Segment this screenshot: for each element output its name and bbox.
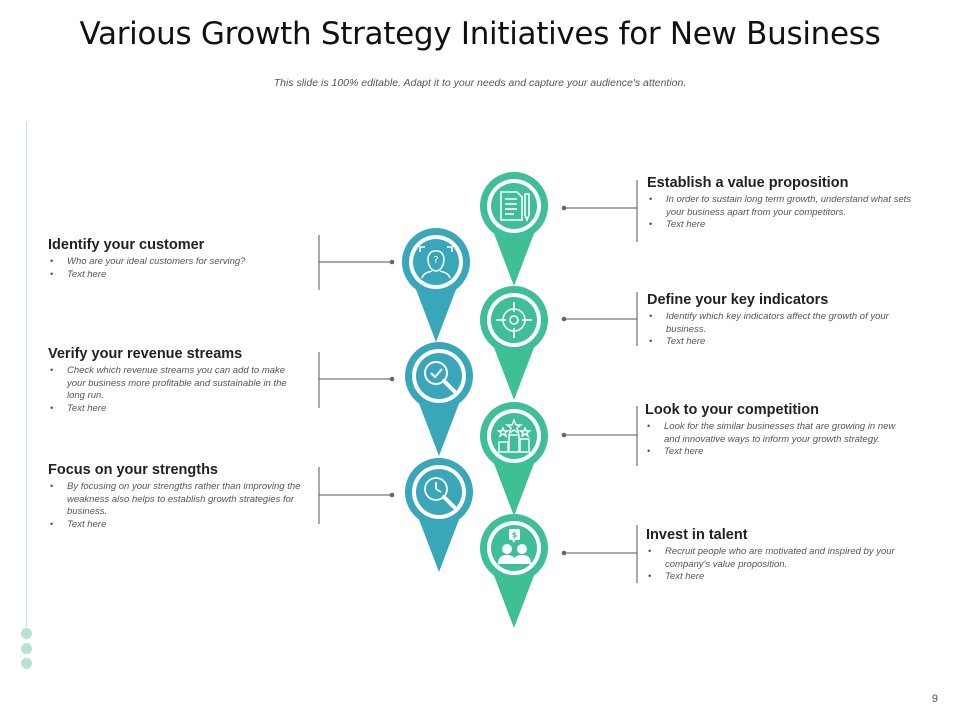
item-bullet: Who are your ideal customers for serving… <box>48 256 298 269</box>
pin-strengths <box>405 458 473 572</box>
item-bullet: Text here <box>647 219 912 232</box>
item-bullet: Recruit people who are motivated and ins… <box>646 546 916 571</box>
magnifier-check-icon <box>424 361 456 393</box>
right-item-key-indicators: Define your key indicators Identify whic… <box>647 292 912 349</box>
pin-value-proposition <box>480 172 548 286</box>
accent-dot <box>21 628 32 639</box>
item-bullet: Text here <box>48 269 298 282</box>
pin-revenue-streams <box>405 342 473 456</box>
left-accent-line <box>26 122 27 640</box>
item-bullet: Text here <box>647 336 912 349</box>
customer-question-icon <box>419 246 453 279</box>
right-item-value-proposition: Establish a value proposition In order t… <box>647 175 912 232</box>
pin-identify-customer: ? <box>402 228 470 342</box>
left-item-customer: Identify your customer Who are your idea… <box>48 237 298 281</box>
item-bullet: In order to sustain long term growth, un… <box>647 194 912 219</box>
item-bullet: Check which revenue streams you can add … <box>48 365 298 403</box>
page-subtitle: This slide is 100% editable. Adapt it to… <box>273 77 687 89</box>
pin-competition <box>480 402 548 516</box>
people-dollar-icon <box>498 529 531 564</box>
item-bullet: Text here <box>48 403 298 416</box>
item-title: Invest in talent <box>646 527 748 543</box>
page-title: Various Growth Strategy Initiatives for … <box>79 16 881 52</box>
dollar-sign-icon: $ <box>512 531 518 540</box>
item-bullet: By focusing on your strengths rather tha… <box>48 481 303 519</box>
item-title: Define your key indicators <box>647 292 829 308</box>
left-connector-dots <box>389 259 395 498</box>
right-connector-dots <box>561 205 567 556</box>
item-title: Focus on your strengths <box>48 462 218 478</box>
question-mark-icon: ? <box>433 255 438 266</box>
item-bullet: Look for the similar businesses that are… <box>645 421 910 446</box>
left-item-strengths: Focus on your strengths By focusing on y… <box>48 462 303 531</box>
left-connectors <box>318 235 392 524</box>
magnifier-clock-icon <box>424 477 456 509</box>
item-bullet: Text here <box>48 519 303 532</box>
podium-stars-icon <box>496 418 532 453</box>
right-item-competition: Look to your competition Look for the si… <box>645 402 910 459</box>
accent-dot <box>21 658 32 669</box>
right-connectors <box>564 180 638 583</box>
document-pencil-icon <box>500 191 530 223</box>
pin-key-indicators <box>480 286 548 400</box>
item-bullet: Text here <box>645 446 910 459</box>
item-bullet: Text here <box>646 571 916 584</box>
accent-dot <box>21 643 32 654</box>
right-item-talent: Invest in talent Recruit people who are … <box>646 527 916 584</box>
item-title: Establish a value proposition <box>647 175 849 191</box>
item-title: Verify your revenue streams <box>48 346 243 362</box>
crosshair-target-icon <box>496 302 532 338</box>
left-item-revenue: Verify your revenue streams Check which … <box>48 346 298 415</box>
item-bullet: Identify which key indicators affect the… <box>647 311 912 336</box>
pin-invest-talent: $ <box>480 514 548 628</box>
item-title: Identify your customer <box>48 237 205 253</box>
item-title: Look to your competition <box>645 402 819 418</box>
page-number: 9 <box>931 693 938 705</box>
